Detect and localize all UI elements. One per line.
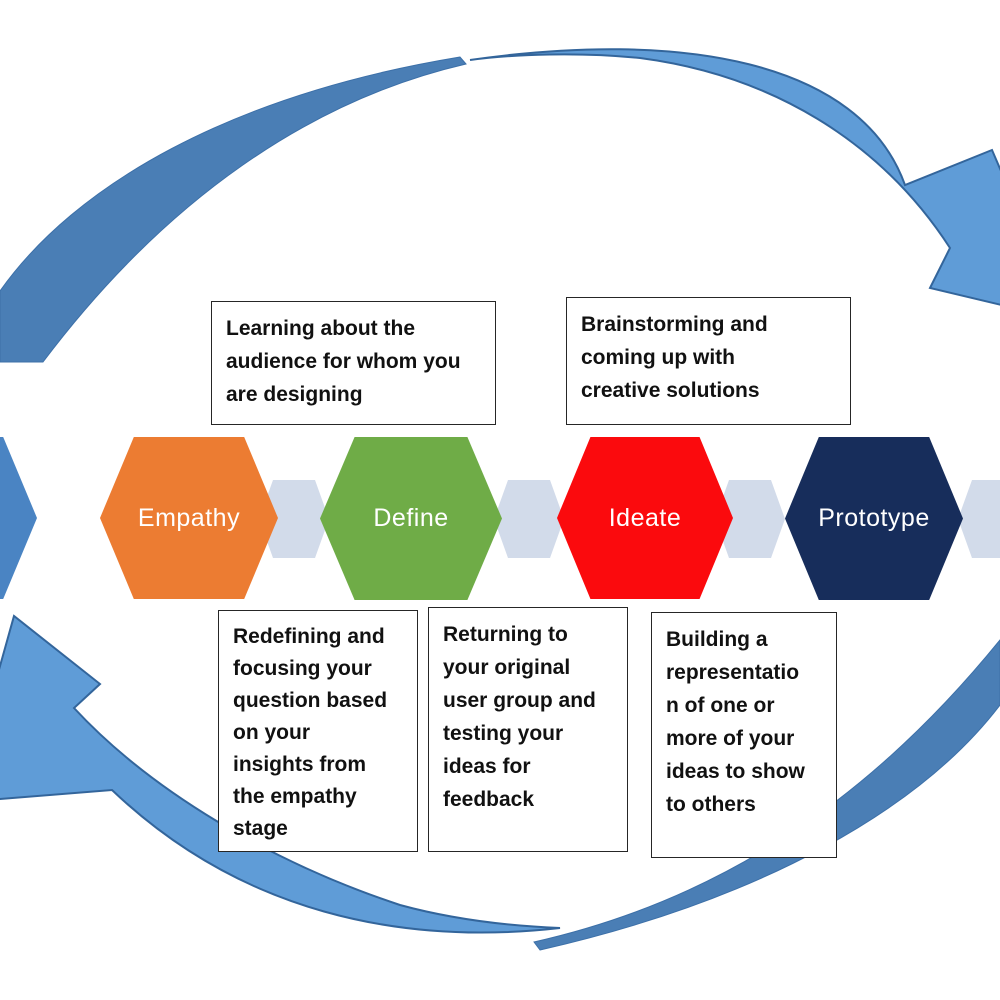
stage-label-prototype: Prototype: [818, 504, 930, 532]
hexagon-stage-ideate: Ideate: [557, 437, 733, 599]
hexagon-stage-empathy: Empathy: [100, 437, 278, 599]
hexagon-stage-prototype: Prototype: [785, 437, 963, 600]
callout-prototype-description: Building a representatio n of one or mor…: [651, 612, 837, 858]
stage-label-ideate: Ideate: [608, 503, 682, 532]
callout-text: Building a representatio n of one or mor…: [666, 628, 805, 816]
callout-empathy-description: Learning about the audience for whom you…: [211, 301, 496, 425]
callout-test-description: Returning to your original user group an…: [428, 607, 628, 852]
stage-label-empathy: Empathy: [137, 503, 241, 532]
callout-text: Returning to your original user group an…: [443, 623, 596, 811]
callout-text: Redefining and focusing your question ba…: [233, 625, 388, 840]
callout-text: Learning about the audience for whom you…: [226, 317, 461, 406]
callout-text: Brainstorming and coming up with creativ…: [581, 313, 768, 402]
connector-hexagon-2: [494, 480, 564, 558]
cycle-arrow-top-tail: [0, 56, 467, 363]
cycle-arrow-top-head: [469, 48, 1000, 306]
callout-define-description: Redefining and focusing your question ba…: [218, 610, 418, 852]
stage-label-define: Define: [373, 504, 449, 532]
hexagon-stage-define: Define: [320, 437, 502, 600]
cycle-arrow-bottom-tail: [533, 639, 1000, 951]
cycle-arrow-bottom-head: [0, 614, 561, 934]
callout-ideate-description: Brainstorming and coming up with creativ…: [566, 297, 851, 425]
